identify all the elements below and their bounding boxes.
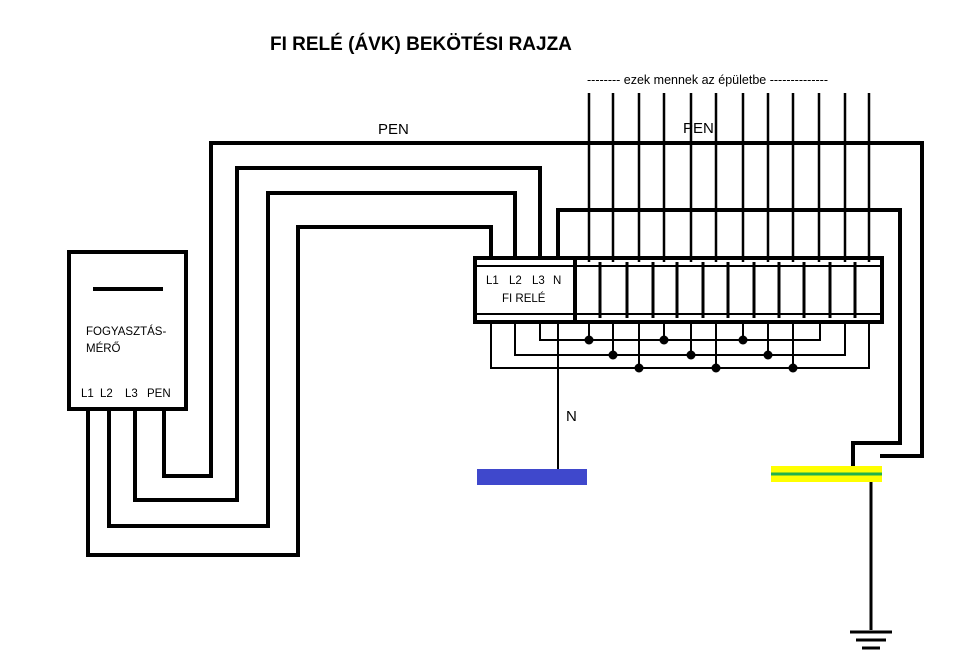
ground-symbol-icon xyxy=(850,630,892,650)
outgoing-wires xyxy=(587,93,871,262)
rcd-terminal-l1: L1 xyxy=(486,275,499,287)
meter-terminal-l2: L2 xyxy=(100,388,113,400)
junction-dot xyxy=(659,335,669,345)
junction-dot xyxy=(686,350,696,360)
meter-label-line2: MÉRŐ xyxy=(86,343,121,355)
pen-label-left: PEN xyxy=(378,121,409,138)
rcd-terminal-l2: L2 xyxy=(509,275,522,287)
l1-wire xyxy=(86,225,493,557)
bus-l3 xyxy=(539,322,821,341)
junction-dot xyxy=(738,335,748,345)
l2-wire xyxy=(107,191,517,528)
breaker-modules xyxy=(598,262,857,318)
meter-label: FOGYASZTÁS- MÉRŐ xyxy=(86,324,166,358)
junction-dot xyxy=(634,363,644,373)
neutral-label: N xyxy=(566,408,577,425)
junction-dot xyxy=(584,335,594,345)
building-note: -------- ezek mennek az épületbe -------… xyxy=(587,73,828,87)
junction-dot xyxy=(608,350,618,360)
junction-dots xyxy=(584,322,798,373)
meter-terminal-pen: PEN xyxy=(147,388,171,400)
meter-terminal-l3: L3 xyxy=(125,388,138,400)
junction-dot xyxy=(763,350,773,360)
pen-label-right: PEN xyxy=(683,120,714,137)
junction-dot xyxy=(788,363,798,373)
distribution-board xyxy=(473,256,884,324)
rcd-terminal-l3: L3 xyxy=(532,275,545,287)
rcd-terminal-n: N xyxy=(553,275,562,287)
junction-dot xyxy=(711,363,721,373)
meter-box xyxy=(67,250,188,411)
page-title: FI RELÉ (ÁVK) BEKÖTÉSI RAJZA xyxy=(270,34,572,55)
meter-terminal-l1: L1 xyxy=(81,388,94,400)
rcd-name: FI RELÉ xyxy=(502,293,546,305)
l3-wire xyxy=(133,166,542,502)
neutral-bar xyxy=(477,469,587,485)
bus-l2 xyxy=(514,322,846,356)
pe-wire xyxy=(556,208,902,470)
bus-l1 xyxy=(490,322,870,369)
pen-wire xyxy=(162,141,924,478)
meter-label-line1: FOGYASZTÁS- xyxy=(86,326,167,338)
